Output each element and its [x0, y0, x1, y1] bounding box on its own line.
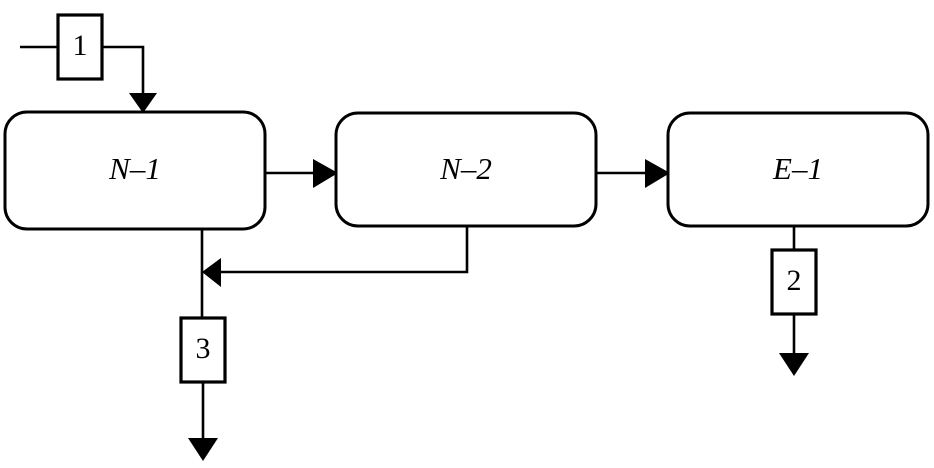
stream-1-to-n1-line [102, 45, 145, 95]
arrowhead-into-n1 [129, 93, 157, 113]
unit-e-1[interactable] [666, 111, 930, 228]
unit-n-1-label: N–1 [108, 151, 161, 186]
arrowhead-stream-2-outlet [779, 353, 809, 376]
stream-box-1[interactable] [56, 13, 104, 81]
n2-recycle-line [216, 226, 469, 274]
stream-box-3[interactable] [179, 316, 227, 384]
unit-n-2-label: N–2 [439, 151, 492, 186]
arrowhead-into-n2 [313, 159, 338, 188]
arrowhead-recycle-into-n1-outlet [202, 258, 221, 287]
unit-e-1-label: E–1 [772, 151, 823, 186]
unit-n-1[interactable] [3, 110, 267, 231]
arrowhead-into-e1 [645, 159, 670, 188]
stream-box-2[interactable] [770, 248, 818, 316]
stream-3-label: 3 [196, 332, 211, 365]
stream-2-label: 2 [787, 264, 802, 297]
arrowhead-stream-3-outlet [188, 438, 218, 461]
stream-1-label: 1 [73, 29, 88, 62]
